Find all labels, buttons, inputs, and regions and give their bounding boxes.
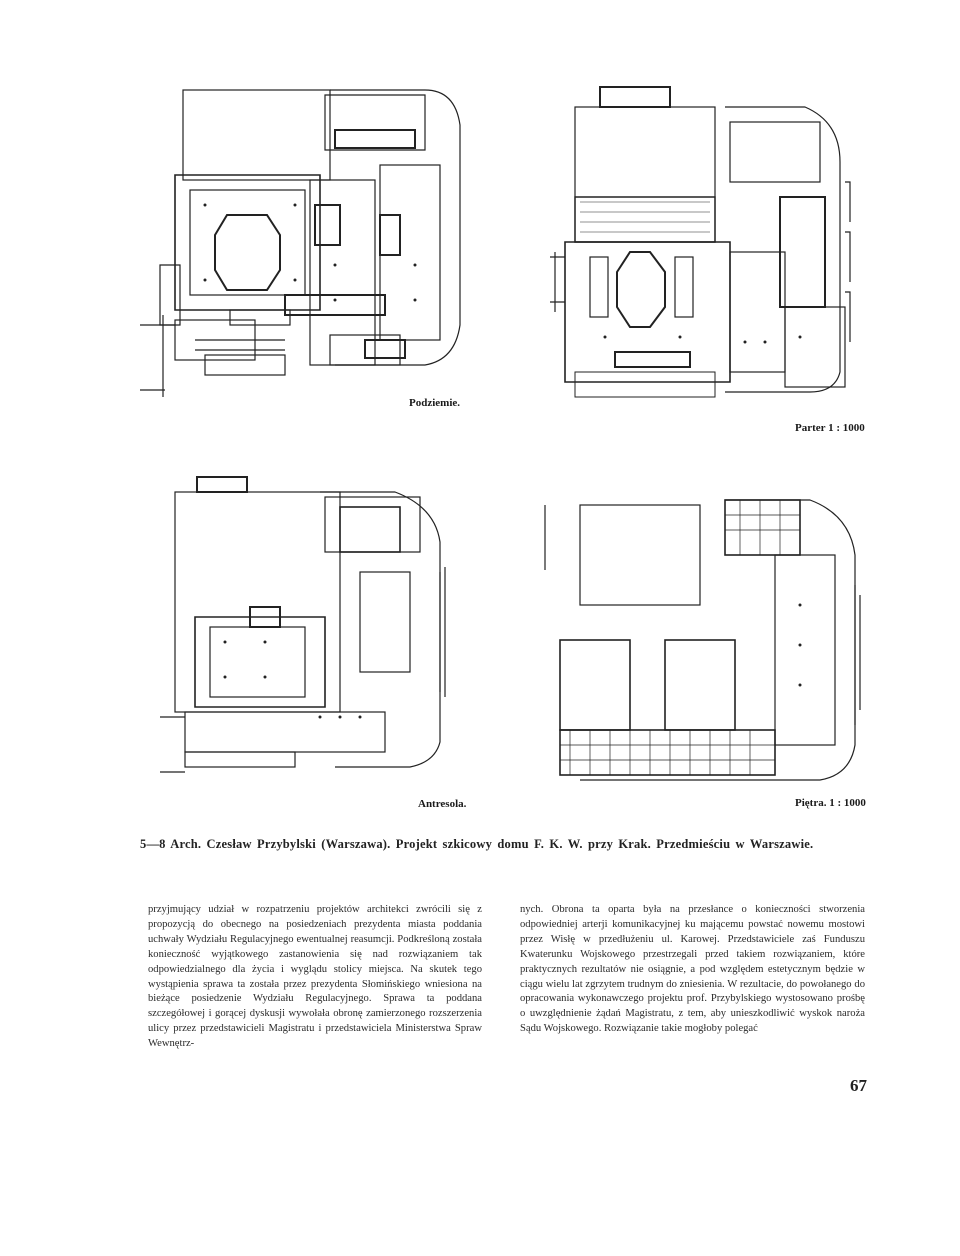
page-number: 67 (850, 1076, 867, 1095)
ground-floor-label: Parter 1 : 1000 (795, 422, 865, 434)
basement-plan (135, 85, 470, 400)
right-column-text: nych. Obrona ta oparta była na przesłanc… (520, 904, 865, 1035)
figure-caption: 5—8 Arch. Czesław Przybylski (Warszawa).… (140, 837, 814, 851)
left-column-text: przyjmujący udział w rozpatrzeniu projek… (148, 904, 482, 1050)
left-column: przyjmujący udział w rozpatrzeniu projek… (148, 903, 482, 1052)
basement-label: Podziemie. (409, 397, 461, 409)
mezzanine-label: Antresola. (418, 798, 467, 810)
mezzanine-plan (155, 472, 455, 792)
right-column: nych. Obrona ta oparta była na przesłanc… (520, 903, 865, 1037)
ground-floor-plan (545, 82, 870, 412)
upper-floors-plan (540, 495, 870, 795)
upper-floors-label: Piętra. 1 : 1000 (795, 797, 866, 809)
